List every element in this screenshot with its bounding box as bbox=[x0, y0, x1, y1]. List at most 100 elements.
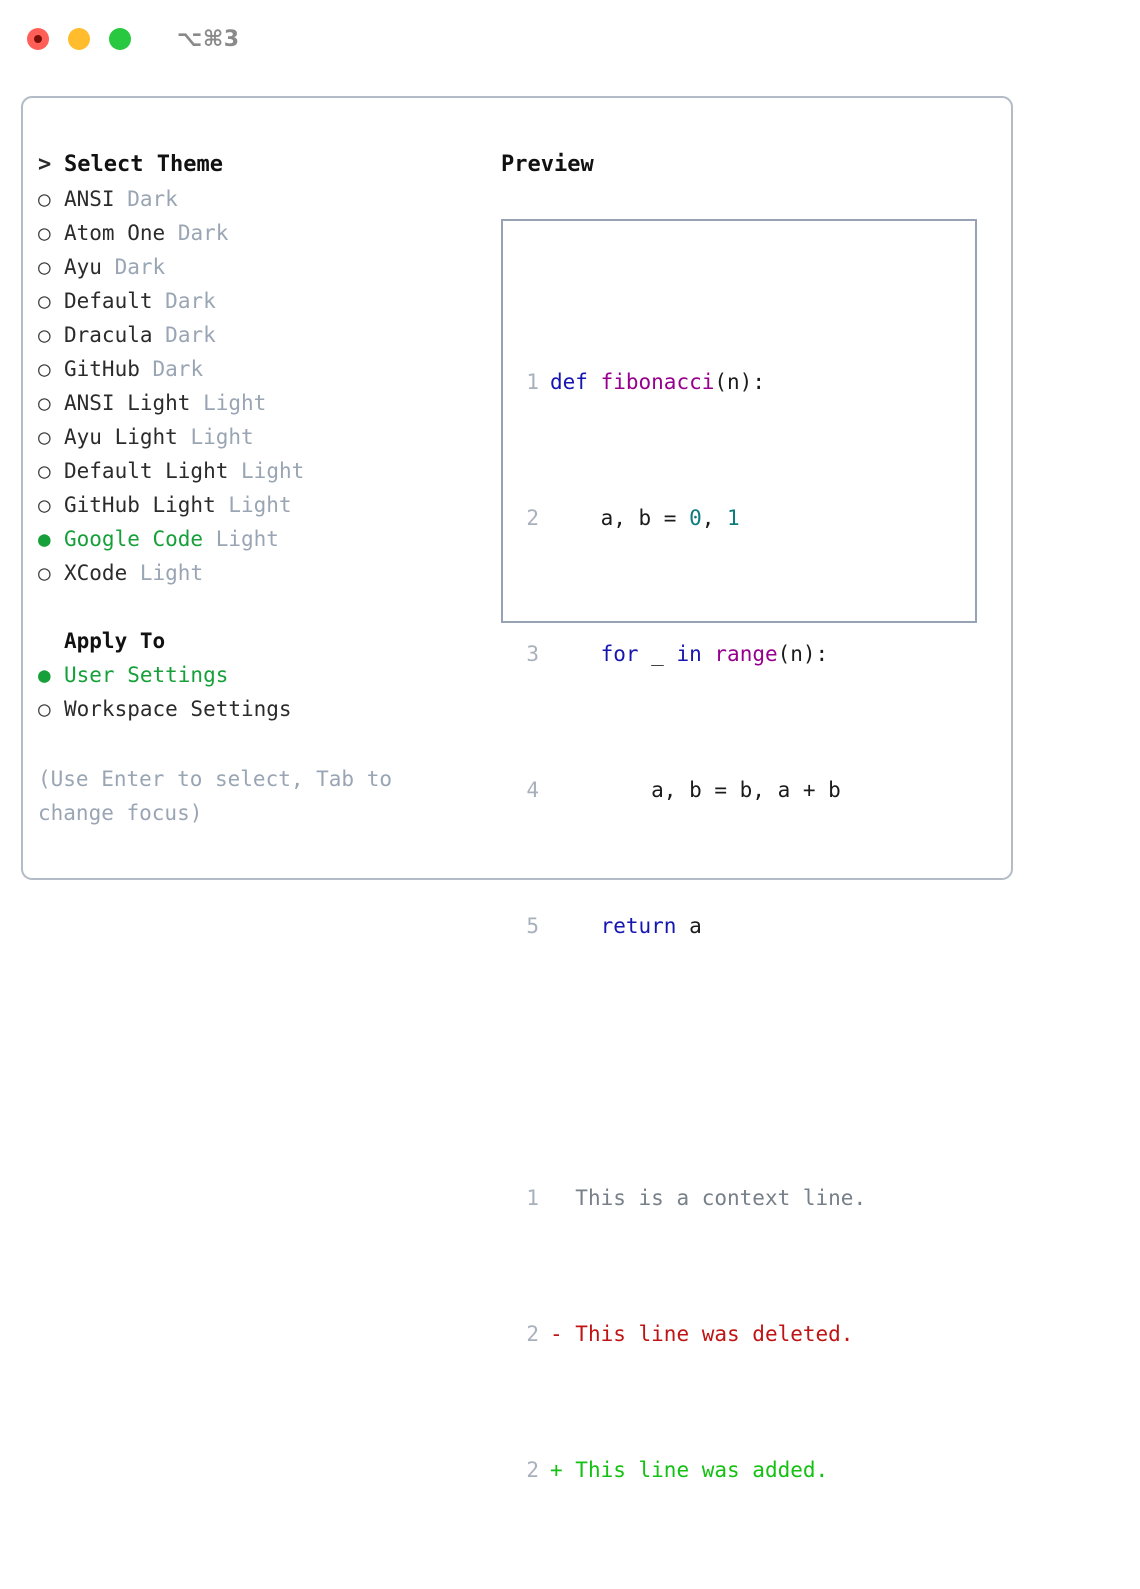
theme-list-item[interactable]: ○ Ayu Dark bbox=[38, 250, 478, 284]
line-number: 1 bbox=[526, 1186, 539, 1210]
theme-item-tag bbox=[153, 323, 166, 347]
theme-list-item[interactable]: ○Default Dark bbox=[38, 284, 478, 318]
radio-unselected-icon[interactable]: ○ bbox=[38, 357, 51, 381]
code-token: _ bbox=[638, 642, 677, 666]
code-token: in bbox=[676, 642, 702, 666]
diff-marker bbox=[550, 1186, 563, 1210]
apply-to-item-user-settings[interactable]: ● User Settings bbox=[38, 658, 478, 692]
list-spacer bbox=[38, 590, 478, 624]
theme-list-item[interactable]: ○ ANSI Light Light bbox=[38, 386, 478, 420]
window-titlebar: ⌥⌘3 bbox=[0, 0, 1140, 78]
theme-list-item[interactable]: ○ ANSI Dark bbox=[38, 182, 478, 216]
diff-line-context: 1 This is a context line. bbox=[513, 1181, 866, 1215]
theme-list-item[interactable]: ○Default Light Light bbox=[38, 454, 478, 488]
theme-variant-tag: Light bbox=[190, 425, 254, 449]
apply-to-item-label: Workspace Settings bbox=[64, 697, 292, 721]
code-token: a, b = bbox=[550, 506, 690, 530]
keyboard-shortcut-label: ⌥⌘3 bbox=[177, 26, 240, 52]
diff-text: This line was deleted. bbox=[562, 1322, 854, 1346]
panel-columns: >Select Theme ○ANSI Dark ○Atom One Dark … bbox=[23, 98, 1011, 1482]
theme-item-label: Google Code bbox=[64, 527, 204, 551]
line-number: 2 bbox=[526, 506, 539, 530]
theme-selector-header: >Select Theme bbox=[38, 148, 478, 182]
code-token: 0 bbox=[689, 506, 702, 530]
apply-to-label: Apply To bbox=[64, 629, 166, 653]
radio-unselected-icon[interactable]: ○ bbox=[38, 561, 51, 585]
diff-text: This line was added. bbox=[562, 1458, 829, 1482]
theme-list-item[interactable]: ○ Ayu Light Light bbox=[38, 420, 478, 454]
code-token: range bbox=[714, 642, 778, 666]
line-number: 1 bbox=[526, 370, 539, 394]
theme-item-tag bbox=[102, 255, 115, 279]
apply-to-section-header: Apply To bbox=[38, 624, 478, 658]
code-token: def bbox=[550, 370, 588, 394]
theme-item-label: Default bbox=[64, 289, 153, 313]
theme-item-tag bbox=[127, 561, 140, 585]
code-token: (n): bbox=[777, 642, 829, 666]
code-token: a, b = b, a + b bbox=[550, 778, 841, 802]
theme-list-item[interactable]: ○XCode Light bbox=[38, 556, 478, 590]
traffic-light-buttons bbox=[27, 28, 131, 50]
theme-selector-column: >Select Theme ○ANSI Dark ○Atom One Dark … bbox=[38, 148, 478, 726]
diff-text: This is a context line. bbox=[562, 1186, 867, 1210]
theme-item-label: Ayu bbox=[64, 255, 102, 279]
theme-variant-tag: Light bbox=[203, 391, 267, 415]
apply-to-item-label: User Settings bbox=[64, 663, 229, 687]
radio-unselected-icon[interactable]: ○ bbox=[38, 459, 51, 483]
apply-to-item-workspace-settings[interactable]: ○ Workspace Settings bbox=[38, 692, 478, 726]
code-token bbox=[702, 642, 715, 666]
theme-variant-tag: Light bbox=[215, 527, 279, 551]
theme-list-item[interactable]: ○ Dracula Dark bbox=[38, 318, 478, 352]
radio-unselected-icon[interactable]: ○ bbox=[38, 391, 51, 415]
radio-unselected-icon[interactable]: ○ bbox=[38, 323, 51, 347]
theme-item-tag bbox=[140, 357, 153, 381]
radio-unselected-icon[interactable]: ○ bbox=[38, 289, 51, 313]
close-button-icon[interactable] bbox=[27, 28, 49, 50]
radio-unselected-icon[interactable]: ○ bbox=[38, 221, 51, 245]
radio-unselected-icon[interactable]: ○ bbox=[38, 187, 51, 211]
minimize-button-icon[interactable] bbox=[68, 28, 90, 50]
theme-variant-tag: Dark bbox=[165, 323, 216, 347]
prompt-caret-icon: > bbox=[38, 152, 52, 177]
theme-list-item[interactable]: ○ Atom One Dark bbox=[38, 216, 478, 250]
code-line: 5 return a bbox=[513, 909, 866, 943]
theme-variant-tag: Dark bbox=[152, 357, 204, 381]
zoom-button-icon[interactable] bbox=[109, 28, 131, 50]
radio-unselected-icon[interactable]: ○ bbox=[38, 493, 51, 517]
theme-item-label: Ayu Light bbox=[64, 425, 178, 449]
main-panel: >Select Theme ○ANSI Dark ○Atom One Dark … bbox=[21, 96, 1013, 1482]
theme-item-tag bbox=[190, 391, 203, 415]
theme-variant-tag: Dark bbox=[177, 221, 229, 245]
radio-selected-icon[interactable]: ● bbox=[38, 663, 51, 687]
radio-unselected-icon[interactable]: ○ bbox=[38, 697, 51, 721]
theme-item-label: XCode bbox=[64, 561, 128, 585]
theme-item-label: Dracula bbox=[64, 323, 153, 347]
code-line: 2 a, b = 0, 1 bbox=[513, 501, 866, 535]
line-number: 3 bbox=[526, 642, 539, 666]
theme-variant-tag: Dark bbox=[127, 187, 178, 211]
theme-variant-tag: Dark bbox=[114, 255, 166, 279]
code-token: for bbox=[600, 642, 639, 666]
theme-item-label: GitHub bbox=[64, 357, 140, 381]
theme-item-label: ANSI bbox=[64, 187, 115, 211]
theme-item-label: ANSI Light bbox=[64, 391, 191, 415]
theme-item-label: Atom One bbox=[64, 221, 166, 245]
theme-item-tag bbox=[153, 289, 166, 313]
theme-item-tag bbox=[165, 221, 178, 245]
theme-list-item[interactable]: ○ GitHub Dark bbox=[38, 352, 478, 386]
theme-item-tag bbox=[115, 187, 128, 211]
theme-list-item[interactable]: ○GitHub Light Light bbox=[38, 488, 478, 522]
radio-unselected-icon[interactable]: ○ bbox=[38, 425, 51, 449]
preview-box: 1 def fibonacci (n): 2 a, b = 0, 1 3 for _… bbox=[501, 219, 977, 1482]
theme-list-item-selected[interactable]: ● Google Code Light bbox=[38, 522, 478, 556]
radio-unselected-icon[interactable]: ○ bbox=[38, 255, 51, 279]
code-token: , bbox=[701, 506, 728, 530]
code-token: fibonacci bbox=[600, 370, 715, 394]
code-token: return bbox=[600, 914, 677, 938]
theme-variant-tag: Light bbox=[241, 459, 305, 483]
theme-variant-tag: Light bbox=[228, 493, 292, 517]
diff-marker: + bbox=[550, 1458, 563, 1482]
radio-selected-icon[interactable]: ● bbox=[38, 527, 51, 551]
code-token bbox=[588, 370, 601, 394]
